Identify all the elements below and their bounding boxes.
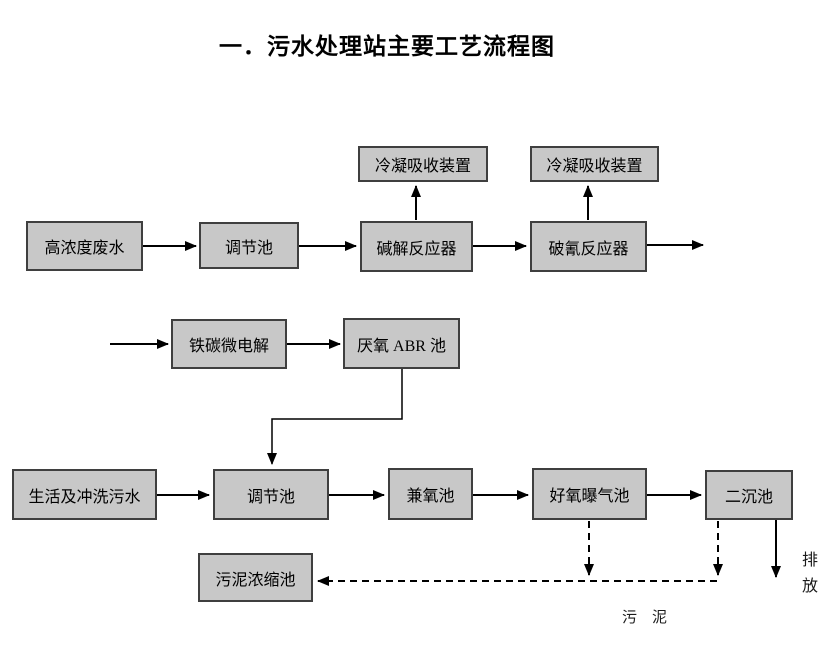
discharge-label: 排放 <box>799 551 816 603</box>
arrow-abr-to-regulating2 <box>267 369 403 465</box>
node-cyanide-breaking-reactor: 破氰反应器 <box>530 221 647 272</box>
node-high-concentration-wastewater: 高浓度废水 <box>26 221 143 271</box>
sludge-label: 污 泥 <box>622 610 668 626</box>
node-secondary-sedimentation-pool: 二沉池 <box>705 470 793 520</box>
node-domestic-flushing-sewage: 生活及冲洗污水 <box>12 469 157 520</box>
node-alkaline-hydrolysis-reactor: 碱解反应器 <box>360 221 473 272</box>
page-title: 一．污水处理站主要工艺流程图 <box>219 33 555 59</box>
node-condenser-1: 冷凝吸收装置 <box>358 146 488 182</box>
node-iron-carbon-micro-electrolysis: 铁碳微电解 <box>171 319 287 369</box>
node-aerobic-aeration-pool: 好氧曝气池 <box>532 468 647 520</box>
node-regulating-pool-1: 调节池 <box>199 222 299 269</box>
node-regulating-pool-2: 调节池 <box>213 469 329 520</box>
node-condenser-2: 冷凝吸收装置 <box>530 146 659 182</box>
node-anaerobic-abr-pool: 厌氧 ABR 池 <box>343 318 460 369</box>
node-sludge-thickening-pool: 污泥浓缩池 <box>198 553 313 602</box>
node-facultative-pool: 兼氧池 <box>388 468 473 520</box>
